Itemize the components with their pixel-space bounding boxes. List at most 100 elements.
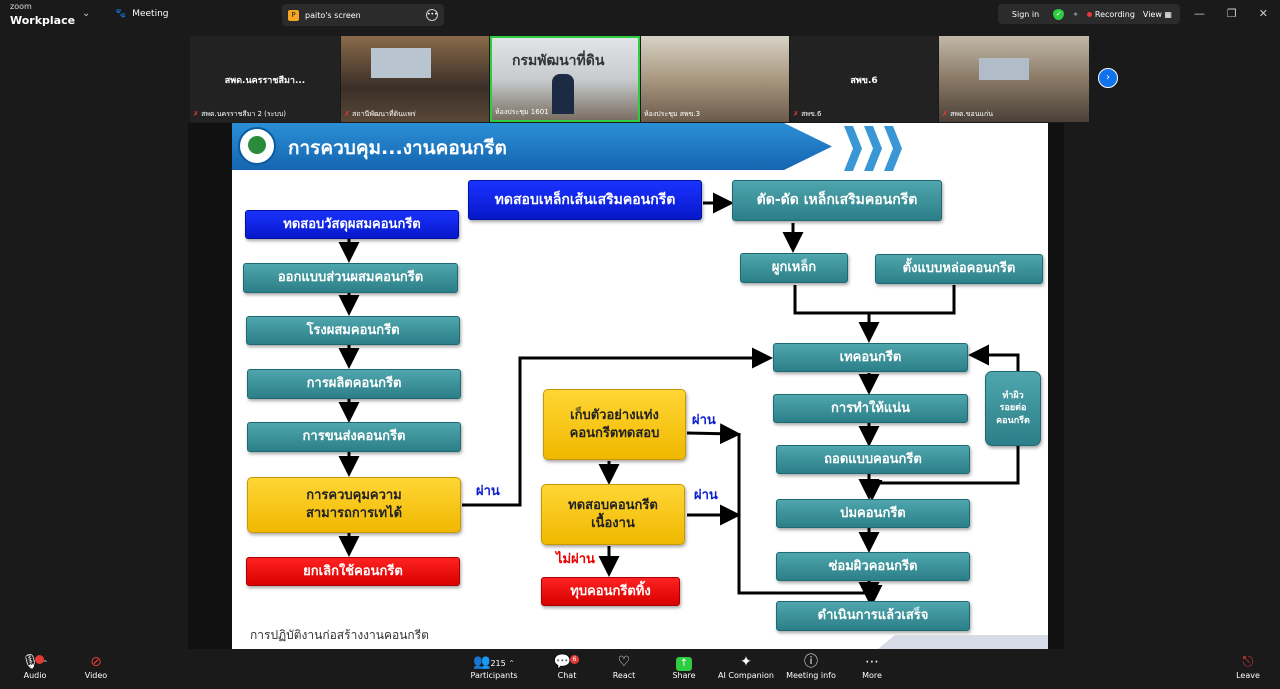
minimize-icon[interactable]: — xyxy=(1193,7,1205,20)
surface-joint-box: ทำผิว รอยต่อ คอนกรีต xyxy=(985,371,1041,446)
participants-icon: 👥215 ⌃ xyxy=(473,654,515,670)
caption-text: กรมพัฒนาที่ดิน xyxy=(512,53,605,69)
sample-collection-box: เก็บตัวอย่างแท่ง คอนกรีตทดสอบ xyxy=(543,389,686,460)
footer-decoration xyxy=(878,635,1048,649)
brand-name: Workplace xyxy=(10,14,76,27)
shared-screen-tab[interactable]: P paito's screen ••• xyxy=(282,4,444,26)
transport-box: การขนส่งคอนกรีต xyxy=(247,422,461,452)
leave-label: Leave xyxy=(1236,671,1260,680)
control-line-1: การควบคุมความ xyxy=(306,488,402,504)
chat-icon: 💬 ⌃ xyxy=(553,654,581,670)
react-label: React xyxy=(612,671,636,680)
chat-button[interactable]: 💬 ⌃ 6 Chat xyxy=(537,653,597,680)
surface-line-2: รอยต่อ xyxy=(999,403,1027,414)
close-icon[interactable]: ✕ xyxy=(1258,7,1268,20)
banner-chevrons xyxy=(844,126,902,171)
paw-icon: 🐾 xyxy=(115,9,127,19)
share-button[interactable]: ↑ Share xyxy=(654,653,714,680)
slide-banner xyxy=(232,123,832,170)
sign-in-button[interactable]: Sign in xyxy=(1011,9,1040,19)
next-page-icon[interactable]: › xyxy=(1098,68,1118,88)
pass-label: ผ่าน xyxy=(692,413,716,428)
meeting-info-button[interactable]: ⓘ Meeting info xyxy=(781,653,841,680)
participants-button[interactable]: 👥215 ⌃ Participants xyxy=(464,653,524,680)
participant-tile[interactable]: สพข.6 ✗ สพข.6 xyxy=(790,36,938,122)
video-off-icon: ⊘ xyxy=(90,654,102,670)
participant-name: ห้องประชุม สพข.3 xyxy=(644,110,701,118)
meeting-toolbar: 🎙 ⌃ Audio ⊘ Video 👥215 ⌃ Participants 💬 … xyxy=(0,649,1280,689)
more-icon: ⋯ xyxy=(865,654,879,670)
participant-name: ✗ สพข.6 xyxy=(793,110,822,118)
meeting-menu[interactable]: 🐾 Meeting xyxy=(115,9,169,19)
surface-line-1: ทำผิว xyxy=(1002,391,1024,402)
participant-tile[interactable]: สพด.นครราชสีมา... ✗ สพด.นครราชสีมา 2 (ระ… xyxy=(190,36,340,122)
formwork-removal-box: ถอดแบบคอนกรีต xyxy=(776,445,970,474)
participant-strip: สพด.นครราชสีมา... ✗ สพด.นครราชสีมา 2 (ระ… xyxy=(190,36,1125,122)
participant-title: สพด.นครราชสีมา... xyxy=(224,76,306,86)
surface-repair-box: ซ่อมผิวคอนกรีต xyxy=(776,552,970,581)
ai-companion-button[interactable]: ✦ AI Companion xyxy=(716,653,776,680)
material-test-box: ทดสอบวัสดุผสมคอนกรีต xyxy=(245,210,459,239)
chevron-down-icon[interactable]: ⌄ xyxy=(82,8,91,19)
cancel-concrete-box: ยกเลิกใช้คอนกรีต xyxy=(246,557,460,586)
field-test-box: ทดสอบคอนกรีต เนื้องาน xyxy=(541,484,685,545)
surface-line-3: คอนกรีต xyxy=(996,415,1030,426)
curing-box: บ่มคอนกรีต xyxy=(776,499,970,528)
mic-off-icon: ✗ xyxy=(344,110,350,118)
demolish-box: ทุบคอนกรีตทิ้ง xyxy=(541,577,680,606)
rebar-cut-box: ตัด-ดัด เหล็กเสริมคอนกรีต xyxy=(732,180,942,221)
flow-connectors xyxy=(338,192,1020,606)
shield-check-icon[interactable]: ✓ xyxy=(1053,8,1065,20)
participant-name: ✗ สพด.นครราชสีมา 2 (ระบบ) xyxy=(193,110,287,118)
recording-indicator[interactable]: Recording xyxy=(1086,10,1135,19)
title-bar: zoom Workplace ⌄ 🐾 Meeting P paito's scr… xyxy=(0,0,1280,30)
presenter-badge: P xyxy=(288,9,299,21)
shared-screen: การควบคุม...งานคอนกรีต xyxy=(188,123,1064,649)
brand-small: zoom xyxy=(10,2,32,11)
info-icon: ⓘ xyxy=(804,654,818,670)
presentation-slide: การควบคุม...งานคอนกรีต xyxy=(232,123,1048,649)
leave-icon: ⎋ xyxy=(1242,654,1254,670)
department-emblem-icon xyxy=(238,127,276,165)
fail-label: ไม่ผ่าน xyxy=(556,552,595,567)
view-button[interactable]: View ▦ xyxy=(1142,9,1172,19)
react-button[interactable]: ♡ React xyxy=(594,653,654,680)
compaction-box: การทำให้แน่น xyxy=(773,394,968,423)
participant-tile[interactable]: ✗ สถานีพัฒนาที่ดินแพร่ xyxy=(341,36,489,122)
field-test-line-2: เนื้องาน xyxy=(591,515,635,531)
rebar-tie-box: ผูกเหล็ก xyxy=(740,253,848,283)
audio-label: Audio xyxy=(23,671,47,680)
placeability-control-box: การควบคุมความ สามารถการเทได้ xyxy=(247,477,461,533)
window-controls: — ❐ ✕ xyxy=(1194,7,1268,20)
mic-off-icon: ✗ xyxy=(193,110,199,118)
video-button[interactable]: ⊘ Video xyxy=(66,653,126,680)
restore-icon[interactable]: ❐ xyxy=(1226,7,1237,20)
slide-footer: การปฏิบัติงานก่อสร้างงานคอนกรีต xyxy=(250,628,429,642)
participants-count: 215 xyxy=(490,659,506,668)
pour-concrete-box: เทคอนกรีต xyxy=(773,343,968,372)
participant-name: ✗ สพด.ขอนแก่น xyxy=(942,110,994,118)
sparkle-icon[interactable]: ✦ xyxy=(1072,9,1079,19)
participant-tile[interactable]: ✗ สพด.ขอนแก่น xyxy=(939,36,1089,122)
audio-button[interactable]: 🎙 ⌃ Audio xyxy=(5,653,65,680)
share-label: Share xyxy=(672,671,696,680)
control-line-2: สามารถการเทได้ xyxy=(305,506,403,521)
chat-label: Chat xyxy=(557,671,577,680)
video-label: Video xyxy=(84,671,108,680)
participant-tile[interactable]: ห้องประชุม สพข.3 xyxy=(641,36,789,122)
sample-line-1: เก็บตัวอย่างแท่ง xyxy=(570,407,659,423)
sample-line-2: คอนกรีตทดสอบ xyxy=(569,425,660,441)
mic-off-icon: ✗ xyxy=(942,110,948,118)
participant-tile-active[interactable]: กรมพัฒนาที่ดิน ห้องประชุม 1601 xyxy=(490,36,640,122)
more-button[interactable]: ⋯ More xyxy=(842,653,902,680)
share-screen-icon: ↑ xyxy=(676,657,692,671)
formwork-box: ตั้งแบบหล่อคอนกรีต xyxy=(875,254,1043,284)
pass-label: ผ่าน xyxy=(476,484,500,499)
more-options-icon[interactable]: ••• xyxy=(426,9,438,21)
leave-button[interactable]: ⎋ Leave xyxy=(1218,653,1278,680)
slide-title: การควบคุม...งานคอนกรีต xyxy=(288,137,507,159)
participant-title: สพข.6 xyxy=(850,76,878,86)
chat-badge: 6 xyxy=(570,655,579,664)
shared-screen-label: paito's screen xyxy=(305,10,361,20)
participant-name: ✗ สถานีพัฒนาที่ดินแพร่ xyxy=(344,110,416,118)
